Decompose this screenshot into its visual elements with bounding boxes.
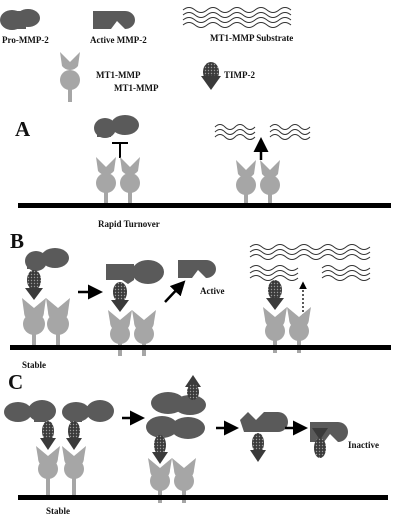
timp2-c1 (40, 421, 82, 450)
stacked-mmp2-c2 (146, 392, 206, 439)
pro-mmp2-b1 (25, 248, 69, 271)
mt1-pair-c1 (36, 446, 86, 499)
substrate-b (249, 244, 371, 281)
panel-a-letter: A (15, 117, 31, 141)
timp2-b1 (25, 270, 43, 300)
mt1-mmp-pair-a (96, 157, 140, 207)
substrate-right (269, 124, 311, 140)
timp2-b2 (111, 282, 129, 312)
membrane-a (18, 203, 391, 208)
membrane-b (10, 345, 391, 350)
pro-mmp2-icon (0, 9, 40, 30)
inactive-complex-c4 (310, 422, 348, 458)
timp2-c2 (152, 435, 168, 464)
legend: Pro-MMP-2 Active MMP-2 MT1-MMP Substrate… (0, 7, 293, 102)
substrate-icon (182, 7, 292, 28)
membrane-c (18, 495, 388, 500)
stable-label-c: Stable (46, 506, 70, 516)
stable-label-b: Stable (22, 360, 46, 370)
active-mmp2-b3 (178, 260, 216, 278)
active-label: Active (200, 286, 225, 296)
panel-c: C (4, 370, 388, 516)
timp2-c3 (250, 433, 266, 462)
panel-c-letter: C (8, 370, 23, 394)
mt1-pair-b2 (108, 310, 156, 356)
legend-timp2-label: TIMP-2 (224, 70, 255, 80)
rapid-turnover-label: Rapid Turnover (98, 219, 160, 229)
panel-a: A (15, 115, 391, 229)
substrate-left (214, 124, 256, 140)
active-mmp2-b2 (106, 260, 164, 284)
mt1-mmp-pair-a2 (236, 160, 280, 207)
mt1-pair-b1 (22, 298, 70, 347)
pro-mmp2 (94, 115, 139, 138)
panel-b: B (10, 229, 391, 370)
mt1-pair-b4 (263, 307, 311, 353)
legend-mt1-label-1: MT1-MMP (96, 70, 141, 80)
active-mmp2-c3 (240, 412, 288, 432)
legend-mt1-label-2: MT1-MMP (114, 83, 159, 93)
timp2-c2-top (185, 375, 201, 400)
arrow-b2 (164, 280, 186, 303)
legend-pro-mmp2-label: Pro-MMP-2 (2, 35, 49, 45)
legend-substrate-label: MT1-MMP Substrate (210, 33, 293, 43)
panel-b-letter: B (10, 229, 24, 253)
active-mmp2-icon (93, 11, 135, 29)
pro-mmp2-c1 (4, 400, 114, 422)
timp2-icon (201, 62, 221, 90)
legend-active-mmp2-label: Active MMP-2 (90, 35, 147, 45)
mt1-mmp-icon (60, 52, 80, 102)
inactive-label: Inactive (348, 440, 379, 450)
inhibition-bar (112, 142, 128, 158)
timp2-b4 (266, 280, 284, 310)
